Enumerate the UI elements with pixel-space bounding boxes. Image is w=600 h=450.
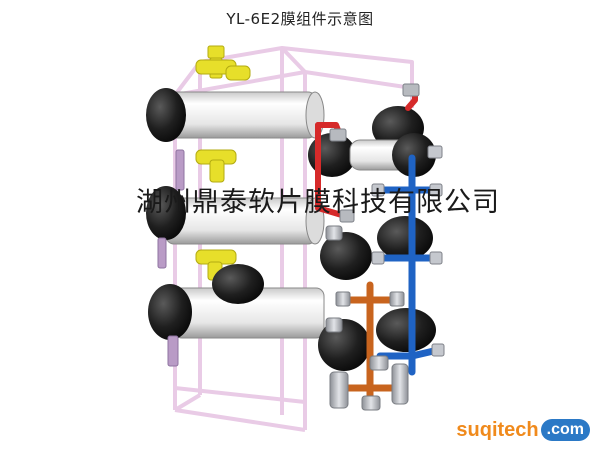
company-watermark: 湖州鼎泰软片膜科技有限公司 <box>136 187 500 218</box>
membrane-housing-row-2 <box>146 186 433 280</box>
lower-grey-fittings <box>325 225 409 411</box>
left-side-fittings <box>157 149 185 367</box>
brand-suffix-badge: .com <box>540 419 590 441</box>
blue-pipe-fittings <box>371 145 445 357</box>
orange-pipe-network <box>342 281 396 406</box>
blue-pipe-network <box>374 154 442 376</box>
yellow-manifold <box>195 45 251 281</box>
diagram-title: YL-6E2膜组件示意图 <box>226 10 374 28</box>
red-pipe-fittings <box>329 83 420 223</box>
membrane-housing-row-1 <box>146 88 436 177</box>
brand-name: suqitech <box>456 418 539 441</box>
brand-logo: suqitech .com <box>456 418 590 442</box>
